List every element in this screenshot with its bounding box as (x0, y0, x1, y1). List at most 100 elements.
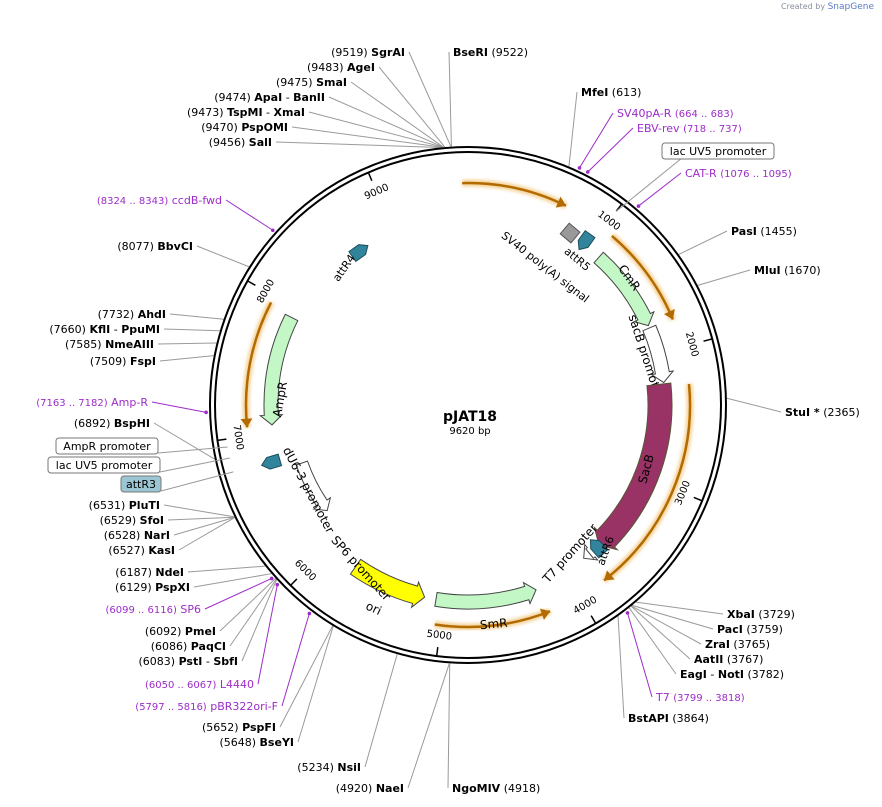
site-leader-line (447, 663, 451, 789)
orf-arrow (434, 610, 551, 629)
tick-label: 5000 (426, 629, 453, 643)
credit-prefix: Created by (781, 2, 826, 11)
site-enzyme-name: PpuMI (121, 323, 160, 336)
site-enzyme-name: BseYI (260, 736, 294, 749)
site-enzyme-name: PspXI (155, 581, 190, 594)
primer-leader-line (151, 401, 207, 413)
restriction-site-label: (9473) TspMI - XmaI (187, 106, 305, 119)
site-leader-line (726, 397, 782, 413)
restriction-site-label: (5652) PspFI (202, 721, 276, 734)
primer-name: ccdB-fwd (172, 194, 222, 207)
tick-label: 1000 (595, 209, 622, 233)
snapgene-logo: SnapGene (827, 2, 874, 12)
boxed-feature-label: lac UV5 promoter (56, 459, 153, 472)
site-leader-line (364, 653, 398, 768)
attr4-marker (348, 244, 369, 263)
site-leader-line (275, 141, 441, 148)
feature-t7-promoter (583, 543, 599, 561)
site-enzyme-name: EagI (680, 668, 707, 681)
primer-marker (636, 204, 641, 208)
restriction-site-label: (6086) PaqCI (151, 640, 226, 653)
site-enzyme-name: SbfI (213, 655, 238, 668)
box-leader-line (157, 446, 228, 454)
site-position: (3767) (727, 653, 764, 666)
restriction-site-label: StuI * (2365) (785, 406, 860, 419)
site-position: (3729) (758, 608, 795, 621)
primer-leader-line (627, 612, 653, 698)
primer-label: T7 (3799 .. 3818) (655, 691, 745, 704)
site-position: (4918) (504, 782, 541, 795)
site-enzyme-name: PspOMI (241, 121, 288, 134)
orf-arrowhead (604, 570, 615, 581)
site-enzyme-name: NmeAIII (105, 338, 154, 351)
primer-range: (7163 .. 7182) (36, 398, 108, 409)
orf-arrows (240, 179, 694, 631)
restriction-site-label: MluI (1670) (754, 264, 821, 277)
site-enzyme-name: PspFI (242, 721, 276, 734)
restriction-site-label: (7732) AhdI (98, 308, 166, 321)
site-enzyme-name: FspI (130, 355, 156, 368)
primer-range: (3799 .. 3818) (673, 693, 745, 704)
restriction-site-label: (7585) NmeAIII (65, 338, 154, 351)
orf-arrowhead (539, 608, 551, 620)
primer-marker (204, 410, 208, 415)
box-leader-line (159, 457, 230, 473)
site-leader-line (448, 51, 452, 147)
site-enzyme-name: NsiI (337, 761, 361, 774)
feature-label: T7 promoter (539, 521, 600, 586)
site-leader-line (173, 516, 235, 536)
site-position: (3765) (733, 638, 770, 651)
restriction-site-label: (9474) ApaI - BanII (214, 91, 325, 104)
site-leader-line (167, 516, 235, 521)
feature-label: dU6-3 promoter (280, 445, 337, 536)
orf-arrowhead (240, 418, 253, 428)
primer-leader-line (257, 584, 278, 685)
feature-ori (349, 558, 426, 609)
site-position: (9475) (276, 76, 313, 89)
primer-label: CAT-R (1076 .. 1095) (685, 167, 792, 180)
site-position: (9483) (307, 61, 344, 74)
primer-marker (271, 228, 275, 233)
primer-range: (664 .. 683) (675, 109, 734, 120)
restriction-site-label: (6527) KasI (108, 544, 175, 557)
primer-name: T7 (655, 691, 670, 704)
orf-arrow (603, 383, 692, 582)
primer-marker (585, 170, 590, 174)
primer-range: (718 .. 737) (683, 124, 742, 135)
plasmid-name: pJAT18 (443, 409, 497, 425)
site-leader-line (163, 328, 220, 332)
site-enzyme-name: MluI (754, 264, 781, 277)
restriction-site-label: (5234) NsiI (297, 761, 361, 774)
site-position: (9519) (331, 46, 368, 59)
site-enzyme-name: PmeI (185, 625, 216, 638)
restriction-site-label: EagI - NotI (3782) (680, 668, 784, 681)
site-leader-line (408, 51, 452, 147)
restriction-site-label: (6187) NdeI (115, 566, 184, 579)
restriction-site-label: (6092) PmeI (145, 625, 216, 638)
site-enzyme-name: PluTI (129, 499, 160, 512)
tick-mark (290, 578, 298, 586)
tick-label: 4000 (572, 595, 600, 617)
primer-leader-line (204, 578, 272, 610)
site-enzyme-name: StuI * (785, 406, 820, 419)
attr6-marker (589, 539, 609, 559)
site-leader-line (297, 626, 334, 743)
restriction-sites: (9519) SgrAI(9483) AgeI(9475) SmaI(9474)… (49, 46, 859, 795)
site-position: (9473) (187, 106, 224, 119)
site-leader-line (628, 607, 677, 675)
primer-name: SP6 (180, 603, 201, 616)
attr5-marker (577, 229, 596, 251)
site-enzyme-name: NgoMIV (452, 782, 501, 795)
primer-label: (5797 .. 5816) pBR322ori-F (135, 700, 278, 713)
site-enzyme-name: PacI (717, 623, 743, 636)
restriction-site-label: ZraI (3765) (705, 638, 770, 651)
site-position: (8077) (117, 240, 154, 253)
boxed-feature-label: attR3 (126, 478, 156, 491)
boxed-feature-label-box (55, 437, 159, 455)
site-position: (6187) (115, 566, 152, 579)
primer-name: L4440 (220, 678, 254, 691)
primer-marker (269, 576, 274, 581)
site-enzyme-name: XmaI (274, 106, 305, 119)
